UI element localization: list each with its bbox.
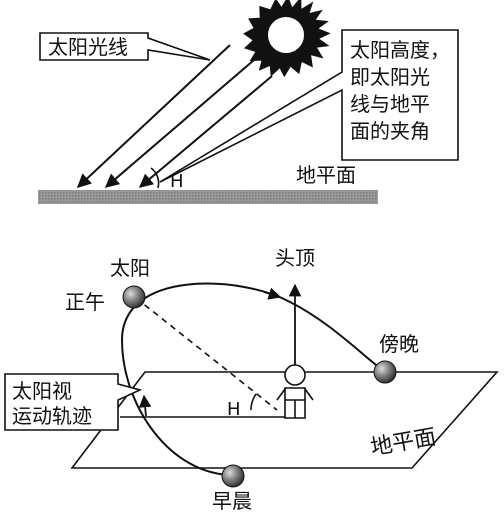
sun-ray-2 bbox=[104, 59, 255, 188]
sun-to-observer-line bbox=[135, 297, 278, 411]
dusk-label: 傍晚 bbox=[379, 332, 419, 356]
top-diagram: 地平面 H 太阳光线 太阳高度， 即太阳光 线与地平 面的夹角 bbox=[38, 0, 459, 204]
bottom-diagram: 地平面 H 头顶 太阳 正午 bbox=[4, 246, 499, 513]
sun-rays bbox=[76, 44, 273, 188]
altitude-label-line-3: 线与地平 bbox=[350, 92, 430, 116]
path-label-line-2: 运动轨迹 bbox=[12, 404, 92, 428]
sun-ray-1 bbox=[76, 44, 231, 188]
horizon-plane bbox=[70, 371, 499, 469]
altitude-angle-arc bbox=[150, 167, 160, 189]
sunlight-label: 太阳光线 bbox=[48, 35, 128, 59]
bottom-angle-label: H bbox=[227, 399, 241, 420]
noon-label: 正午 bbox=[65, 290, 105, 314]
sun-morning-icon bbox=[221, 464, 245, 488]
altitude-label-line-1: 太阳高度， bbox=[350, 38, 450, 62]
ground-strip bbox=[38, 190, 378, 204]
observer-figure bbox=[276, 364, 314, 419]
altitude-label-line-2: 即太阳光 bbox=[350, 65, 430, 89]
sunlight-callout-box bbox=[39, 32, 211, 61]
sun-label: 太阳 bbox=[110, 256, 150, 280]
sun-dusk-icon bbox=[373, 360, 397, 384]
bottom-angle-arc bbox=[250, 393, 257, 411]
sun-icon bbox=[243, 0, 331, 78]
altitude-callout-box bbox=[159, 29, 459, 183]
horizon-plane-label: 地平面 bbox=[369, 425, 438, 461]
morning-label: 早晨 bbox=[212, 489, 252, 513]
altitude-angle-label: H bbox=[170, 171, 184, 192]
sun-ray-3 bbox=[138, 75, 273, 188]
sun-noon-icon bbox=[122, 285, 146, 309]
ground-label: 地平面 bbox=[296, 163, 356, 187]
altitude-label-line-4: 面的夹角 bbox=[350, 119, 430, 143]
path-label-line-1: 太阳视 bbox=[12, 379, 72, 403]
sun-path-curve bbox=[120, 282, 386, 476]
path-callout-box bbox=[4, 373, 143, 431]
zenith-label: 头顶 bbox=[275, 246, 315, 270]
sun-path-arrows bbox=[138, 287, 282, 417]
